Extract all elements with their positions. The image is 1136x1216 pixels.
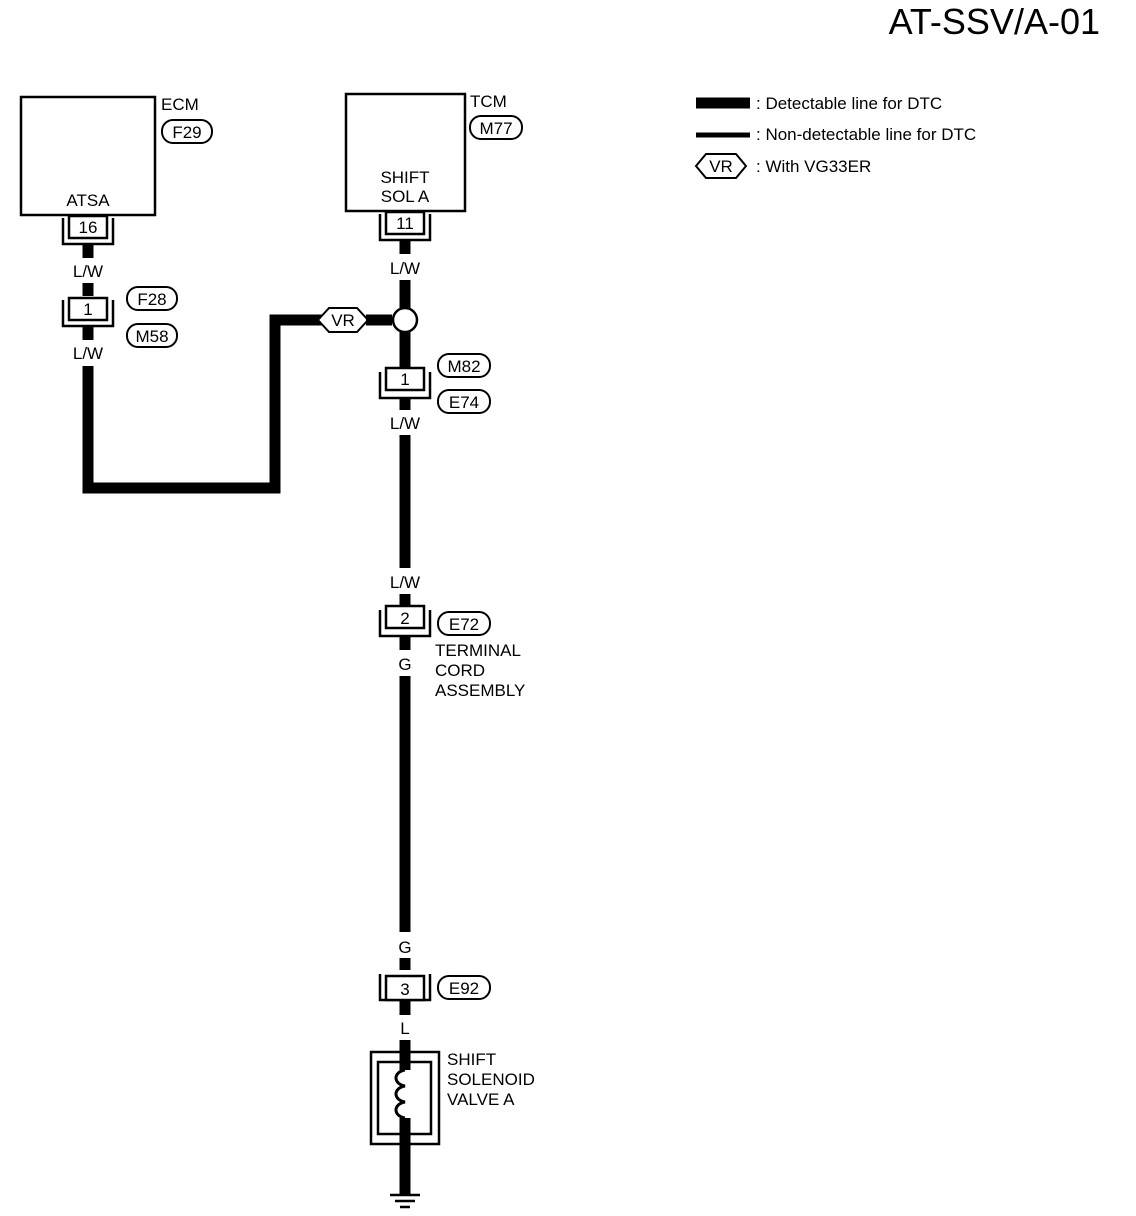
main-wire-2: L/W: [390, 414, 420, 433]
ecm-name: ECM: [161, 95, 199, 114]
splice-joint: [391, 306, 419, 334]
joint-pin-box: [384, 366, 426, 392]
tcm-terminal-label-line2: SOL A: [381, 187, 430, 206]
sol-pin-box: [384, 974, 426, 1002]
joint-conn-b: E74: [449, 393, 479, 412]
legend-vr-text: : With VG33ER: [756, 157, 871, 176]
main-wire-3: L/W: [390, 573, 420, 592]
sol-conn-pill: [437, 975, 491, 1000]
ecm-branch-conn-b: M58: [135, 327, 168, 346]
tc-pin-box: [384, 604, 426, 630]
tc-pin: 2: [400, 609, 409, 628]
joint-conn-a: M82: [447, 357, 480, 376]
ecm-branch: L/W 1 F28 M58 L/W VR: [61, 244, 392, 494]
tcm-pin-box: [384, 210, 426, 236]
tcm-terminal-label-line1: SHIFT: [380, 168, 429, 187]
solenoid-coil-icon: [394, 1068, 406, 1120]
tc-name-line2: CORD: [435, 661, 485, 680]
legend: : Detectable line for DTC : Non-detectab…: [694, 94, 976, 179]
ecm-pin: 16: [79, 218, 98, 237]
ecm-branch-route: [82, 314, 322, 494]
tcm-name: TCM: [470, 92, 507, 111]
main-line: L/W 1 M82 E74 L/W L/W 2 E72 TERMINAL COR…: [369, 240, 535, 1209]
tcm-connector-pill: [469, 115, 523, 140]
vr-tag-text: VR: [331, 311, 355, 330]
ecm-pin-box: [67, 214, 109, 240]
tcm-unit: TCM M77 SHIFT SOL A 11: [344, 92, 523, 242]
ecm-branch-conn-b-pill: [126, 323, 178, 348]
sol-name-line1: SHIFT: [447, 1050, 496, 1069]
ground-icon: [390, 1193, 420, 1209]
sol-pin: 3: [400, 980, 409, 999]
tc-conn: E72: [449, 615, 479, 634]
ecm-branch-pin: 1: [83, 300, 92, 319]
main-wire-5: G: [398, 938, 411, 957]
ecm-terminal-label: ATSA: [66, 191, 110, 210]
ecm-branch-pin-box: [67, 296, 109, 322]
tcm-connector: M77: [479, 119, 512, 138]
legend-non-detectable-text: : Non-detectable line for DTC: [756, 125, 976, 144]
ecm-branch-wire-bottom: L/W: [73, 344, 103, 363]
tc-name-line1: TERMINAL: [435, 641, 521, 660]
tcm-pin: 11: [396, 214, 414, 233]
ecm-unit: ECM F29 ATSA 16: [19, 95, 213, 246]
diagram-title: AT-SSV/A-01: [889, 1, 1100, 42]
main-wire-4: G: [398, 655, 411, 674]
tc-name-line3: ASSEMBLY: [435, 681, 525, 700]
sol-name-line2: SOLENOID: [447, 1070, 535, 1089]
ecm-branch-wire-top: L/W: [73, 262, 103, 281]
joint-conn-b-pill: [437, 389, 491, 414]
ecm-connector-pill: [161, 119, 213, 144]
main-wire-6: L: [400, 1019, 409, 1038]
ecm-box: [19, 95, 157, 217]
sol-name-line3: VALVE A: [447, 1090, 515, 1109]
ecm-branch-conn-a: F28: [137, 290, 166, 309]
ecm-branch-conn-a-pill: [126, 286, 178, 311]
ecm-connector: F29: [172, 123, 201, 142]
joint-conn-a-pill: [437, 353, 491, 378]
legend-vr-tag-text: VR: [709, 157, 733, 176]
main-wire-1: L/W: [390, 259, 420, 278]
legend-vr-tag: [694, 153, 748, 179]
legend-detectable-text: : Detectable line for DTC: [756, 94, 942, 113]
sol-conn: E92: [449, 979, 479, 998]
joint-pin: 1: [400, 370, 409, 389]
tc-conn-pill: [437, 611, 491, 636]
